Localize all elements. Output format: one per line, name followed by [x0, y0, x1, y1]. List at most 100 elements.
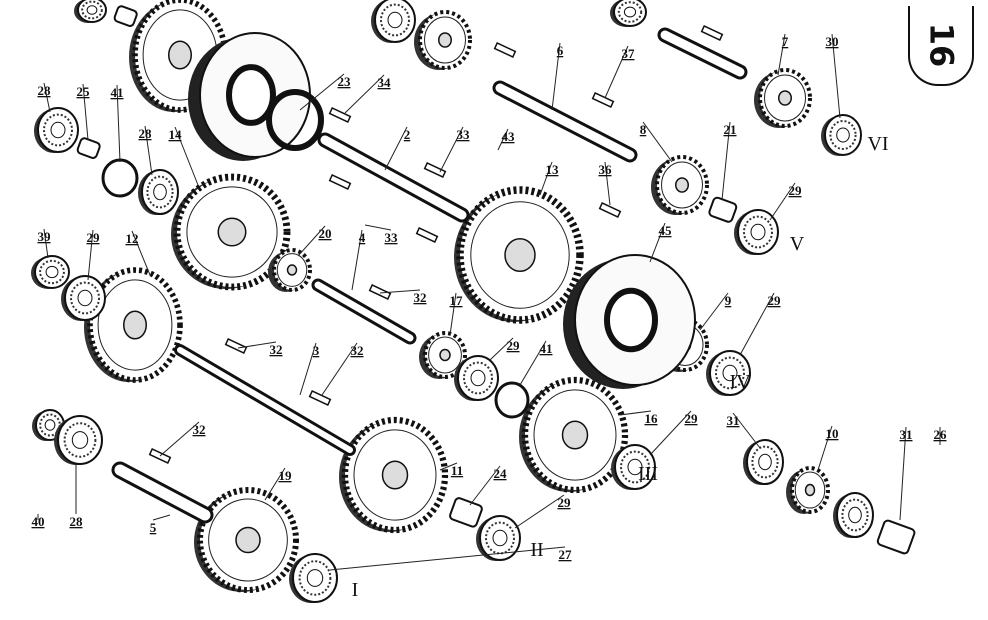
part-label: 23 — [338, 74, 352, 89]
part-label: 31 — [727, 413, 740, 428]
ball-bearing — [454, 355, 499, 401]
shaft-body — [314, 281, 414, 342]
key — [700, 25, 724, 41]
ball-bearing — [138, 169, 179, 215]
bushing — [113, 5, 138, 27]
ball-bearing — [610, 0, 647, 27]
ball-bearing — [31, 255, 70, 289]
leader-line — [604, 45, 629, 99]
bearing-balls — [70, 281, 100, 315]
leader-line — [777, 33, 786, 76]
key — [308, 390, 332, 406]
part-label: 12 — [126, 231, 139, 246]
shaft-numeral: V — [790, 233, 805, 255]
leader-line — [449, 292, 457, 336]
leader-line — [364, 224, 392, 231]
bearing-inner-race — [470, 369, 486, 387]
gear-bore — [381, 460, 409, 490]
part-label: 21 — [724, 122, 737, 137]
gear — [519, 376, 629, 494]
bearing-inner-race — [836, 127, 850, 143]
part-label: 10 — [826, 426, 839, 441]
shaft-body — [114, 464, 211, 521]
gear-bore — [217, 217, 247, 247]
part-label: 11 — [451, 463, 463, 478]
ball-bearing — [611, 444, 656, 490]
gear — [786, 466, 830, 514]
key — [591, 92, 615, 108]
bearing-balls — [463, 361, 493, 395]
bearing-balls — [298, 560, 332, 596]
bearing-balls — [841, 498, 869, 532]
bearing-balls — [715, 356, 745, 390]
part-label: 13 — [546, 162, 560, 177]
ball-bearing — [289, 553, 338, 603]
bearing-balls — [43, 113, 73, 147]
bearing-balls — [146, 175, 174, 209]
bearing-inner-race — [50, 121, 66, 139]
part-label: 27 — [559, 547, 573, 562]
leader-line — [329, 546, 566, 571]
bearing-balls — [380, 3, 410, 37]
ball-bearing — [706, 350, 751, 396]
ball-bearing — [61, 275, 106, 321]
part-label: 5 — [150, 520, 157, 535]
leader-line — [439, 126, 464, 173]
bushing — [876, 519, 916, 555]
gear-bore — [123, 310, 147, 340]
part-label: 34 — [378, 75, 392, 90]
key — [224, 338, 248, 354]
bearing-inner-race — [387, 11, 403, 29]
gear-bore — [438, 32, 452, 48]
spacer-ring — [266, 89, 324, 151]
part-label: 3 — [313, 343, 320, 358]
leader-line — [497, 128, 509, 151]
leader-line — [649, 222, 666, 263]
key — [598, 202, 622, 218]
part-label: 32 — [193, 422, 206, 437]
leader-line — [43, 228, 49, 259]
part-label: 32 — [414, 290, 427, 305]
bearing-inner-race — [627, 458, 643, 476]
bearing-inner-race — [45, 265, 59, 279]
leader-line — [299, 73, 345, 111]
leader-line — [174, 126, 199, 186]
bearing-inner-race — [44, 419, 56, 431]
part-label: 37 — [622, 46, 636, 61]
gear-bore — [804, 483, 816, 497]
ball-bearing — [743, 439, 784, 485]
shaft-numeral: I — [352, 579, 359, 601]
shaft-numeral: IV — [729, 371, 751, 393]
leader-line — [649, 410, 692, 456]
part-label: 29 — [507, 338, 521, 353]
leader-line — [899, 426, 907, 521]
bushing — [76, 137, 101, 159]
bearing-inner-race — [750, 223, 766, 241]
leader-line — [642, 121, 673, 163]
part-label: 6 — [557, 43, 564, 58]
leader-line — [159, 421, 200, 457]
part-label: 7 — [782, 34, 789, 49]
part-label: 26 — [934, 427, 948, 442]
part-label: 30 — [826, 34, 839, 49]
clutch-disc — [563, 254, 696, 389]
part-label: 8 — [640, 122, 647, 137]
part-label: 28 — [38, 83, 52, 98]
bearing-balls — [751, 445, 779, 479]
page-number-badge: 16 — [908, 6, 974, 86]
leader-line — [604, 161, 611, 206]
bearing-inner-race — [71, 431, 89, 449]
part-label: 24 — [494, 466, 508, 481]
gear — [651, 155, 709, 215]
part-label: 28 — [139, 126, 153, 141]
bushing — [708, 196, 738, 223]
bushing — [449, 497, 483, 528]
bearing-balls — [39, 259, 65, 285]
shaft-body — [177, 347, 353, 453]
part-label: 29 — [768, 293, 782, 308]
gear-bore — [235, 526, 261, 554]
leader-line — [87, 229, 94, 281]
shaft-numeral: VI — [867, 133, 888, 155]
bearing-balls — [743, 215, 773, 249]
